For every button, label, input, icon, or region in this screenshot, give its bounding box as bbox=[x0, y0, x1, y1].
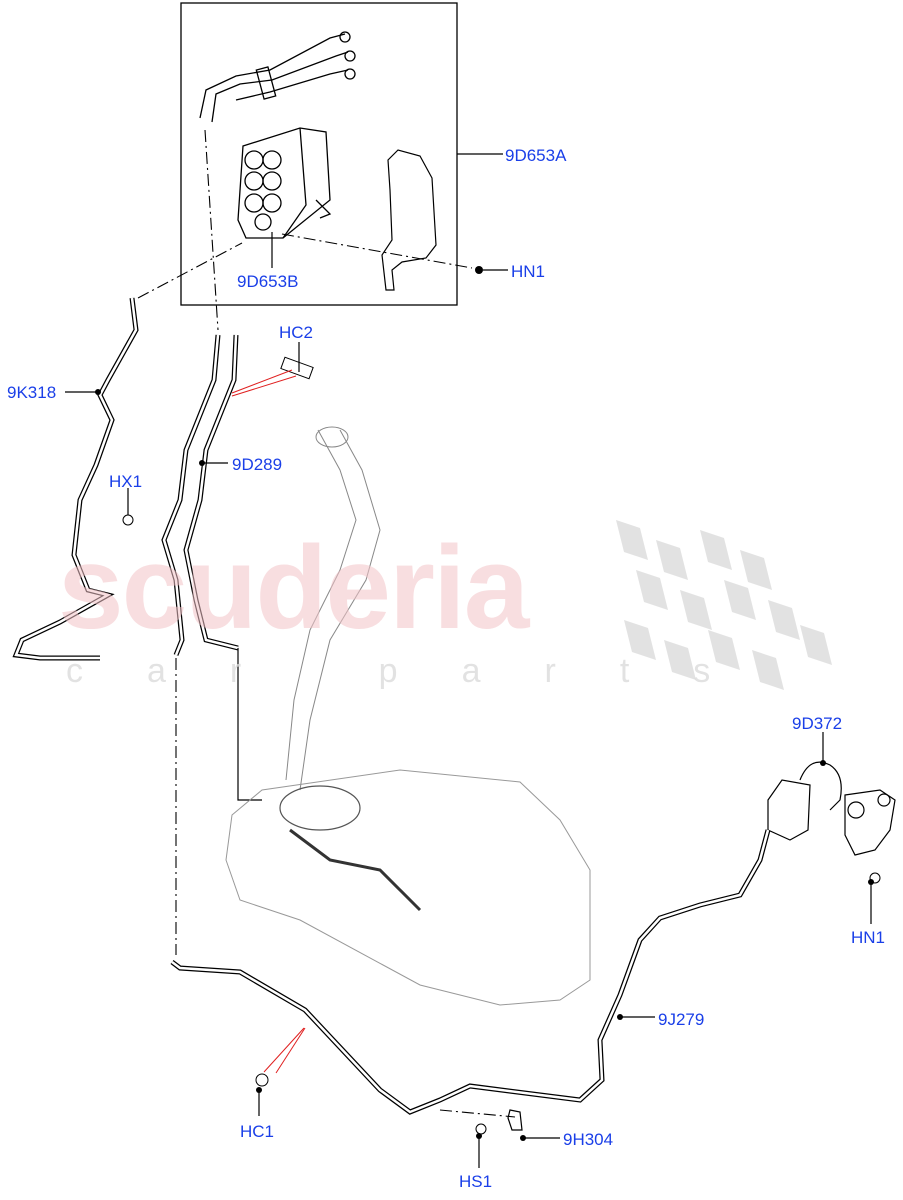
canister-bracket bbox=[381, 149, 437, 291]
watermark-brand: scuderia bbox=[58, 522, 529, 654]
callout-9H304[interactable]: 9H304 bbox=[563, 1130, 614, 1149]
leader-HN1-dashed bbox=[281, 233, 473, 269]
callout-9K318[interactable]: 9K318 bbox=[7, 383, 57, 402]
valve-assembly-9D372 bbox=[767, 761, 896, 856]
leader-9K318-dashed bbox=[137, 242, 243, 299]
canister-pipes bbox=[199, 31, 356, 123]
pipe-9D289 bbox=[161, 334, 239, 656]
callout-HS1[interactable]: HS1 bbox=[459, 1172, 493, 1191]
watermark-checker bbox=[616, 520, 832, 690]
callout-9J279[interactable]: 9J279 bbox=[658, 1010, 705, 1029]
callout-9D289[interactable]: 9D289 bbox=[232, 455, 283, 474]
callout-9D653A[interactable]: 9D653A bbox=[505, 146, 567, 165]
callout-HN1-top[interactable]: HN1 bbox=[511, 262, 546, 281]
filler-neck bbox=[285, 429, 381, 791]
callout-9D653B[interactable]: 9D653B bbox=[237, 272, 299, 291]
bracket-9H304 bbox=[507, 1109, 523, 1131]
callout-HX1[interactable]: HX1 bbox=[109, 472, 143, 491]
callout-9D372[interactable]: 9D372 bbox=[792, 714, 843, 733]
fuel-tank bbox=[225, 769, 591, 1006]
watermark-sub: car parts bbox=[66, 652, 775, 690]
callout-HC1[interactable]: HC1 bbox=[240, 1122, 275, 1141]
leader-HS1-dashed bbox=[439, 1109, 516, 1118]
pipe-9J279 bbox=[170, 829, 771, 1115]
leader-9D289-dashed bbox=[204, 129, 219, 331]
vapour-canister bbox=[237, 127, 332, 239]
callout-HC2[interactable]: HC2 bbox=[279, 323, 314, 342]
callout-HN1-right[interactable]: HN1 bbox=[851, 928, 886, 947]
